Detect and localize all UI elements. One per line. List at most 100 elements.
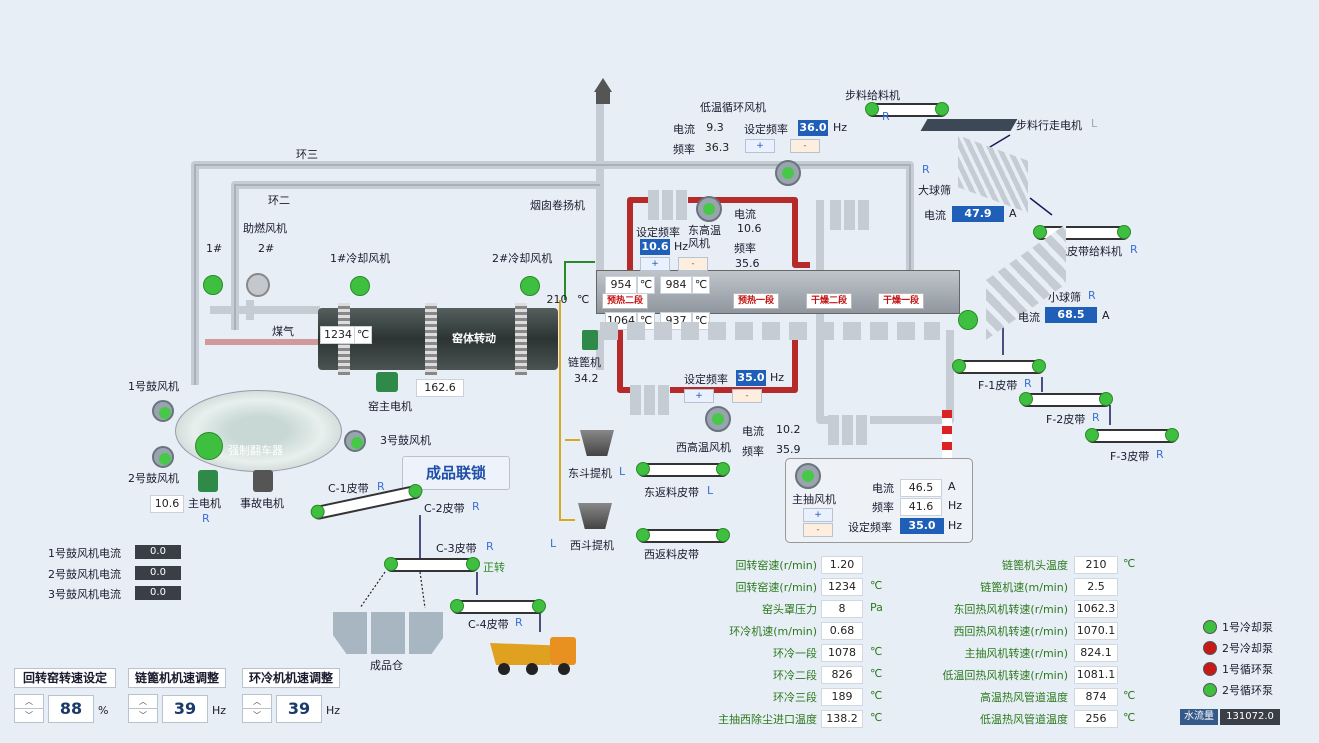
accident-motor-icon[interactable] [253, 470, 273, 492]
blower2-fan-icon[interactable] [152, 446, 174, 468]
pump-status-icon[interactable] [1203, 641, 1217, 655]
east-minus-button[interactable]: - [678, 257, 708, 271]
f3-belt[interactable] [1085, 428, 1179, 443]
main-set-value[interactable]: 35.0 [900, 518, 944, 534]
pump-status-icon[interactable] [1203, 662, 1217, 676]
control-value-input[interactable]: 88 [48, 695, 94, 723]
param-left-label: 回转窑速(r/min) [735, 581, 817, 594]
small-current-value: 68.5 [1045, 307, 1097, 323]
temp-984-unit: ℃ [692, 276, 710, 294]
param-right-unit: ℃ [1123, 557, 1136, 570]
spin-up-button[interactable]: ︿ [242, 694, 272, 709]
west-freq-label: 频率 [742, 445, 764, 458]
water-flow-value: 131072.0 [1220, 709, 1280, 725]
ring3-label: 环三 [296, 148, 318, 161]
dust-collector-top [648, 190, 688, 220]
c3-label: C-3皮带 [436, 542, 477, 555]
param-right-value: 874 [1074, 688, 1118, 706]
grate-temp-unit: ℃ [577, 293, 590, 306]
param-left-label: 回转窑速(r/min) [735, 559, 817, 572]
param-right-value: 210 [1074, 556, 1118, 574]
low-plus-button[interactable]: + [745, 139, 775, 153]
east-return-belt[interactable] [636, 462, 730, 477]
west-plus-button[interactable]: + [684, 389, 714, 403]
west-hot-fan-icon[interactable] [705, 406, 731, 432]
pump-status-icon[interactable] [1203, 683, 1217, 697]
product-lock-button[interactable]: 成品联锁 [402, 456, 510, 490]
ring2-label: 环二 [268, 194, 290, 207]
grate-label: 链篦机 [568, 356, 601, 369]
c1-label: C-1皮带 [328, 482, 369, 495]
spin-down-button[interactable]: ﹀ [242, 708, 272, 723]
step-feed-belt[interactable] [865, 102, 949, 117]
param-right-unit: ℃ [1123, 689, 1136, 702]
west-current-value: 10.2 [776, 423, 801, 436]
mainmotor2-icon[interactable] [198, 470, 218, 492]
main-freq-label: 频率 [872, 501, 894, 514]
west-return-belt[interactable] [636, 528, 730, 543]
spin-up-button[interactable]: ︿ [14, 694, 44, 709]
control-title: 回转窑转速设定 [14, 668, 116, 688]
west-set-value[interactable]: 35.0 [736, 370, 766, 386]
param-right-label: 东回热风机转速(r/min) [953, 603, 1068, 616]
f2-belt[interactable] [1019, 392, 1113, 407]
east-set-value[interactable]: 10.6 [640, 239, 670, 255]
param-left-value: 1234 [821, 578, 863, 596]
param-left-label: 主抽西除尘进口温度 [718, 713, 817, 726]
low-set-value[interactable]: 36.0 [798, 120, 828, 136]
grate-machine-icon[interactable] [582, 330, 598, 350]
f1-belt[interactable] [952, 359, 1046, 374]
east-freq-value: 35.6 [735, 257, 760, 270]
pump-status-icon[interactable] [1203, 620, 1217, 634]
west-minus-button[interactable]: - [732, 389, 762, 403]
mixer-status-icon[interactable] [195, 432, 223, 460]
param-right-unit: ℃ [1123, 711, 1136, 724]
fan2-status-icon[interactable] [246, 273, 270, 297]
coal-label: 煤气 [272, 325, 294, 338]
main-fan-icon[interactable] [795, 463, 821, 489]
east-set-label: 设定频率 [636, 226, 680, 239]
param-right-label: 低温回热风机转速(r/min) [942, 669, 1068, 682]
water-flow-label: 水流量 [1180, 709, 1218, 725]
main-plus-button[interactable]: + [803, 508, 833, 522]
main-motor-icon[interactable] [376, 372, 398, 392]
dust-collector-main [828, 415, 870, 445]
blower3-current-label: 3号鼓风机电流 [48, 588, 121, 601]
east-hot-label: 东高温 风机 [688, 224, 721, 250]
fan1-status-icon[interactable] [203, 275, 223, 295]
east-hot-fan-icon[interactable] [696, 196, 722, 222]
low-minus-button[interactable]: - [790, 139, 820, 153]
cool1-status-icon[interactable] [350, 276, 370, 296]
c4-belt[interactable] [450, 599, 546, 614]
main-current-label: 电流 [872, 482, 894, 495]
blower3-fan-icon[interactable] [344, 430, 366, 452]
c1-r: R [377, 480, 385, 493]
step-motor-l: L [1091, 117, 1098, 130]
cool2-status-icon[interactable] [520, 276, 540, 296]
east-plus-button[interactable]: + [640, 257, 670, 271]
c3-belt[interactable] [384, 557, 480, 572]
param-right-label: 链篦机头温度 [1002, 559, 1068, 572]
spin-up-button[interactable]: ︿ [128, 694, 158, 709]
west-elevator-icon[interactable] [578, 503, 612, 529]
spin-down-button[interactable]: ﹀ [14, 708, 44, 723]
east-elevator-icon[interactable] [580, 430, 614, 456]
spin-down-button[interactable]: ﹀ [128, 708, 158, 723]
control-value-input[interactable]: 39 [276, 695, 322, 723]
fan1-label: 1# [206, 242, 223, 255]
param-right-value: 1062.3 [1074, 600, 1118, 618]
f1-r: R [1024, 377, 1032, 390]
kiln-label: 窑体转动 [452, 332, 496, 345]
stage-dry1: 干燥一段 [878, 293, 924, 309]
stage-dry2: 干燥二段 [806, 293, 852, 309]
grate-roller-icon[interactable] [958, 310, 978, 330]
low-freq-value: 36.3 [704, 141, 730, 154]
main-minus-button[interactable]: - [803, 523, 833, 537]
low-fan-icon[interactable] [775, 160, 801, 186]
control-value-input[interactable]: 39 [162, 695, 208, 723]
big-current-unit: A [1009, 207, 1017, 220]
param-right-value: 256 [1074, 710, 1118, 728]
pump-label: 1号循环泵 [1222, 663, 1273, 676]
big-current-label: 电流 [924, 209, 946, 222]
blower1-fan-icon[interactable] [152, 400, 174, 422]
